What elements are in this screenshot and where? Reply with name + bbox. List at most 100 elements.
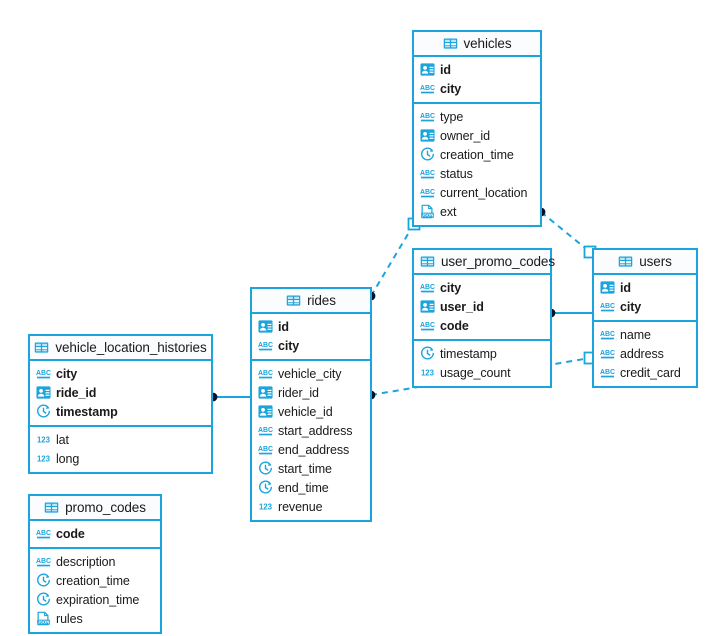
field-label: id (440, 62, 451, 77)
entity-title: rides (307, 293, 336, 308)
relationship-vehicle-location-histories-to-rides[interactable] (208, 392, 251, 402)
column-field[interactable]: vehicle_id (252, 402, 370, 421)
field-label: code (440, 318, 469, 333)
svg-text:ABC: ABC (36, 558, 51, 565)
field-label: city (620, 299, 642, 314)
field-label: description (56, 554, 116, 569)
column-field[interactable]: rider_id (252, 383, 370, 402)
field-label: name (620, 327, 651, 342)
column-field[interactable]: ABC name (594, 325, 696, 344)
entity-header-vehicle_location_histories[interactable]: vehicle_location_histories (30, 336, 211, 361)
column-field[interactable]: owner_id (414, 126, 540, 145)
primary-key-field[interactable]: ride_id (30, 383, 211, 402)
field-label: vehicle_city (278, 366, 342, 381)
clock-icon (36, 573, 51, 588)
svg-text:123: 123 (37, 435, 51, 444)
column-field[interactable]: ABC vehicle_city (252, 364, 370, 383)
clock-icon (258, 480, 273, 495)
relationship-user-promo-codes-to-users[interactable] (546, 308, 592, 318)
entity-title: promo_codes (65, 500, 146, 515)
column-field[interactable]: start_time (252, 459, 370, 478)
svg-text:ABC: ABC (420, 189, 435, 196)
relationship-line (370, 223, 415, 297)
clock-icon (36, 592, 51, 607)
abc-string-icon: ABC (420, 166, 435, 181)
id-badge-icon (258, 385, 273, 400)
primary-key-field[interactable]: id (414, 60, 540, 79)
123-number-icon: 123 (36, 432, 51, 447)
table-icon (286, 293, 301, 308)
entity-header-users[interactable]: users (594, 250, 696, 275)
abc-string-icon: ABC (36, 366, 51, 381)
table-icon (34, 340, 49, 355)
svg-text:ABC: ABC (36, 530, 51, 537)
clock-icon (258, 461, 273, 476)
field-label: revenue (278, 499, 323, 514)
svg-text:ABC: ABC (258, 370, 273, 377)
svg-text:ABC: ABC (36, 370, 51, 377)
column-field[interactable]: creation_time (30, 571, 160, 590)
svg-text:ABC: ABC (420, 113, 435, 120)
entity-header-promo_codes[interactable]: promo_codes (30, 496, 160, 521)
field-label: current_location (440, 185, 528, 200)
column-field[interactable]: 123 revenue (252, 497, 370, 516)
abc-string-icon: ABC (600, 346, 615, 361)
svg-text:123: 123 (259, 502, 273, 511)
table-icon (618, 254, 633, 269)
entity-header-user_promo_codes[interactable]: user_promo_codes (414, 250, 555, 275)
id-badge-icon (420, 128, 435, 143)
column-field[interactable]: ABC description (30, 552, 160, 571)
svg-text:ABC: ABC (600, 331, 615, 338)
primary-key-field[interactable]: user_id (414, 297, 550, 316)
primary-key-field[interactable]: id (252, 317, 370, 336)
entity-header-vehicles[interactable]: vehicles (414, 32, 540, 57)
column-field[interactable]: end_time (252, 478, 370, 497)
field-label: creation_time (440, 147, 514, 162)
primary-key-field[interactable]: id (594, 278, 696, 297)
column-field[interactable]: timestamp (414, 344, 550, 363)
field-label: ext (440, 204, 457, 219)
123-number-icon: 123 (258, 499, 273, 514)
field-label: rules (56, 611, 83, 626)
column-field[interactable]: creation_time (414, 145, 540, 164)
svg-text:123: 123 (37, 454, 51, 463)
clock-icon (36, 404, 51, 419)
entity-header-rides[interactable]: rides (252, 289, 370, 314)
svg-text:ABC: ABC (420, 85, 435, 92)
field-label: usage_count (440, 365, 511, 380)
column-field[interactable]: ABC current_location (414, 183, 540, 202)
column-field[interactable]: expiration_time (30, 590, 160, 609)
primary-key-field[interactable]: timestamp (30, 402, 211, 421)
